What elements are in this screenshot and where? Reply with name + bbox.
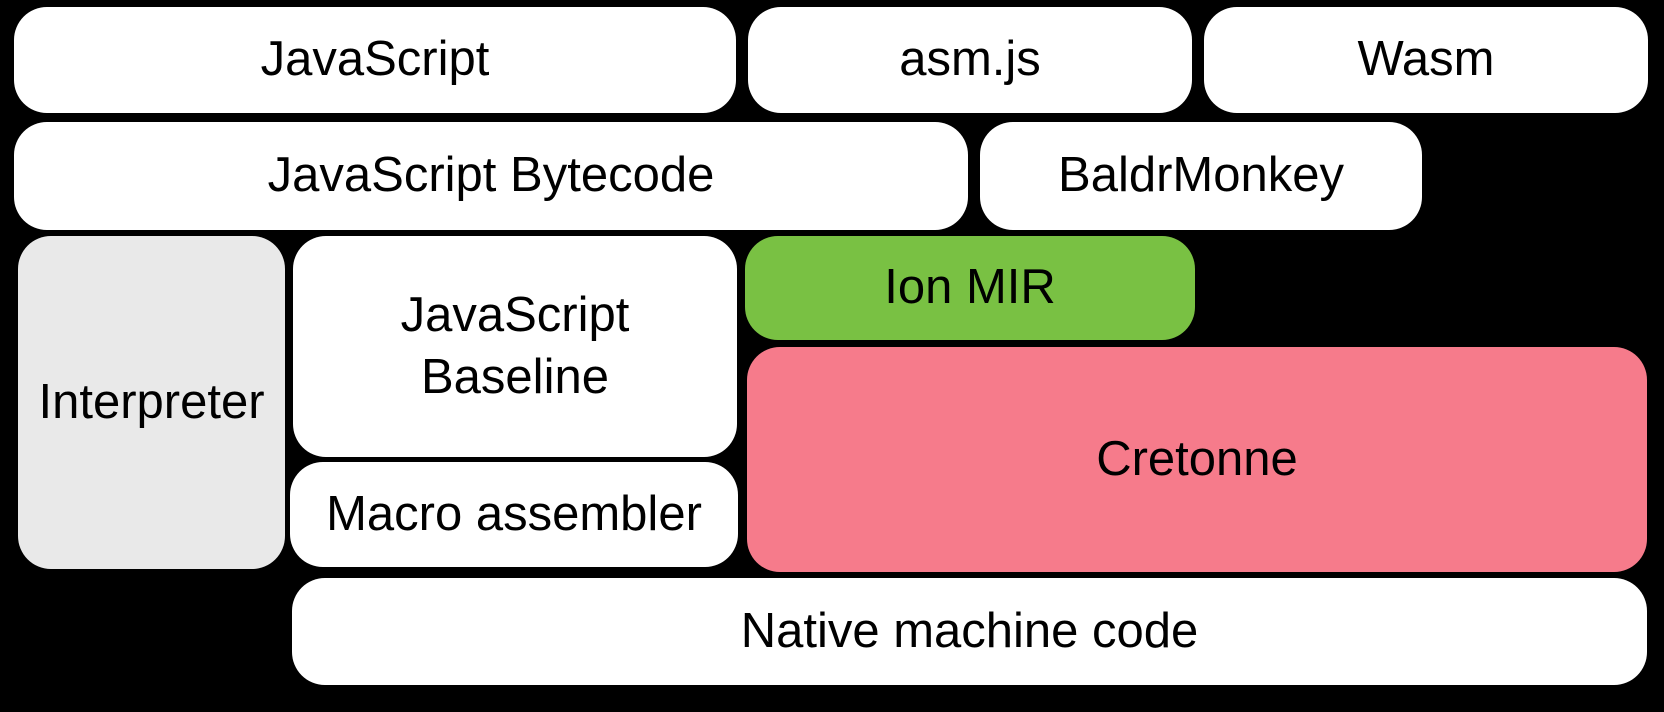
box-baldrmonkey: BaldrMonkey (980, 122, 1422, 230)
box-javascript: JavaScript (14, 7, 736, 113)
box-ion-mir: Ion MIR (745, 236, 1195, 340)
box-interpreter: Interpreter (18, 236, 285, 569)
box-macro-assembler: Macro assembler (290, 462, 738, 567)
box-wasm: Wasm (1204, 7, 1648, 113)
box-cretonne: Cretonne (747, 347, 1647, 572)
box-javascript-baseline: JavaScript Baseline (293, 236, 737, 457)
box-native-machine-code: Native machine code (292, 578, 1647, 685)
box-asmjs: asm.js (748, 7, 1192, 113)
box-javascript-bytecode: JavaScript Bytecode (14, 122, 968, 230)
